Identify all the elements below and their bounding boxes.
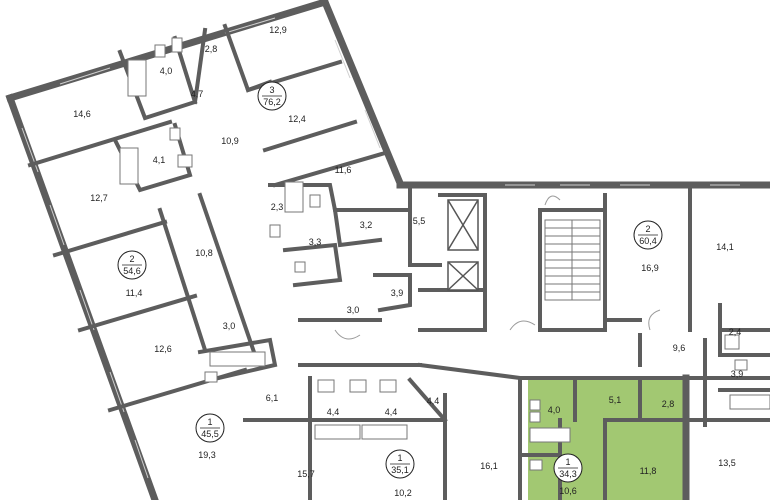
bottom-walls <box>243 374 770 500</box>
apartment-badge[interactable]: 3 76,2 <box>257 81 287 111</box>
room-area-label: 3,3 <box>309 237 322 247</box>
apartment-area: 54,6 <box>123 266 141 276</box>
room-area-label: 10,8 <box>195 248 213 258</box>
apartment-badge[interactable]: 2 60,4 <box>633 220 663 250</box>
room-area-label: 6,1 <box>266 393 279 403</box>
room-area-label: 5,1 <box>609 395 622 405</box>
room-area-label: 16,1 <box>480 461 498 471</box>
room-area-label: 4,4 <box>427 396 440 406</box>
room-area-label: 13,5 <box>718 458 736 468</box>
room-area-label: 4,1 <box>153 155 166 165</box>
apartment-area: 60,4 <box>639 236 657 246</box>
room-area-label: 3,2 <box>360 220 373 230</box>
room-area-label: 3,9 <box>731 369 744 379</box>
room-area-label: 4,7 <box>191 89 204 99</box>
room-area-label: 4,4 <box>327 407 340 417</box>
apartment-rooms: 2 <box>645 224 650 234</box>
room-area-label: 12,6 <box>154 344 172 354</box>
apartment-rooms: 1 <box>397 453 402 463</box>
apartment-rooms: 2 <box>129 254 134 264</box>
room-area-label: 16,9 <box>641 263 659 273</box>
apartment-area: 35,1 <box>391 465 409 475</box>
apartment-badge[interactable]: 1 34,3 <box>553 453 583 483</box>
room-area-label: 3,9 <box>391 288 404 298</box>
room-area-label: 4,0 <box>548 405 561 415</box>
room-area-label: 10,6 <box>559 486 577 496</box>
room-area-label: 5,5 <box>413 216 426 226</box>
room-area-label: 3,0 <box>347 305 360 315</box>
room-area-label: 10,2 <box>394 488 412 498</box>
apartment-area: 34,3 <box>559 469 577 479</box>
apartment-rooms: 1 <box>207 417 212 427</box>
room-area-label: 10,9 <box>221 136 239 146</box>
room-area-label: 12,4 <box>288 114 306 124</box>
room-area-label: 9,6 <box>673 343 686 353</box>
room-area-label: 14,1 <box>716 242 734 252</box>
apartment-rooms: 3 <box>269 85 274 95</box>
apartment-badge[interactable]: 2 54,6 <box>117 250 147 280</box>
room-area-label: 2,3 <box>271 202 284 212</box>
plumbing-fixtures <box>119 37 770 471</box>
elevator-shafts <box>447 199 479 291</box>
room-area-label: 14,6 <box>73 109 91 119</box>
room-area-label: 2,8 <box>205 44 218 54</box>
room-area-label: 4,4 <box>385 407 398 417</box>
room-area-label: 2,4 <box>729 327 742 337</box>
room-area-label: 19,3 <box>198 450 216 460</box>
left-wing-walls <box>5 0 405 500</box>
room-area-label: 15,7 <box>297 469 315 479</box>
room-area-label: 4,0 <box>160 66 173 76</box>
room-area-label: 11,8 <box>640 466 657 476</box>
apartment-badge[interactable]: 1 45,5 <box>195 413 225 443</box>
room-area-label: 3,0 <box>223 321 236 331</box>
room-area-label: 12,7 <box>90 193 108 203</box>
room-area-label: 11,4 <box>126 288 143 298</box>
apartment-badge[interactable]: 1 35,1 <box>385 449 415 479</box>
core-walls <box>268 181 770 427</box>
apartment-area: 45,5 <box>201 429 219 439</box>
room-area-label: 11,6 <box>335 165 352 175</box>
apartment-area: 76,2 <box>263 97 281 107</box>
room-area-label: 2,8 <box>662 399 675 409</box>
room-area-label: 12,9 <box>269 25 287 35</box>
room-labels: 12,9 2,8 4,0 4,7 14,6 12,4 10,9 4,1 11,6… <box>73 25 743 498</box>
apartment-rooms: 1 <box>565 457 570 467</box>
door-swings <box>334 195 661 340</box>
staircase <box>544 219 601 301</box>
